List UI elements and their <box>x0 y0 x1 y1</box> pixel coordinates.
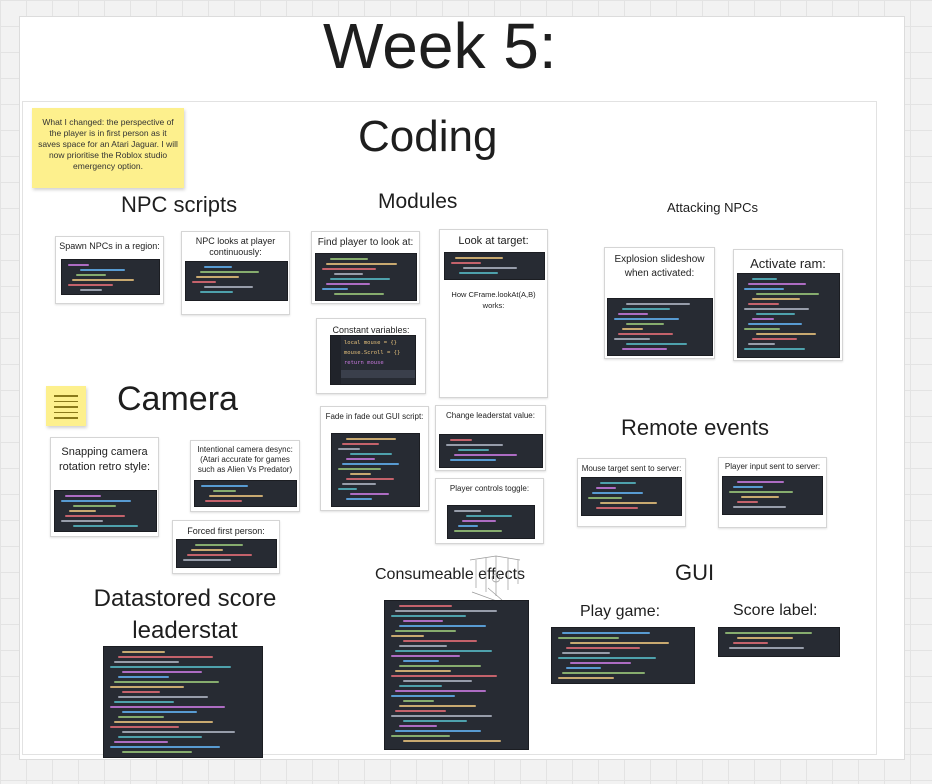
code-screenshot <box>607 298 713 356</box>
card-mouse-target[interactable]: Mouse target sent to server: <box>577 458 686 527</box>
sticky-note-text: What I changed: the perspective of the p… <box>38 117 178 171</box>
heading-consumeable: Consumeable effects <box>375 566 526 583</box>
card-caption: Activate ram: <box>750 256 826 271</box>
card-caption: How CFrame.lookAt(A,B) works: <box>451 290 536 310</box>
card-look-at-target[interactable]: Look at target: How CFrame.lookAt(A,B) w… <box>439 229 548 623</box>
card-caption: Change leaderstat value: <box>446 411 535 420</box>
code-screenshot <box>331 433 420 507</box>
label-play-game: Play game: <box>580 603 661 620</box>
code-current-line <box>341 370 415 378</box>
card-caption: Player controls toggle: <box>449 484 530 493</box>
card-npc-looks[interactable]: NPC looks at player continuously: <box>181 231 290 315</box>
card-player-controls[interactable]: Player controls toggle: <box>435 478 544 544</box>
code-screenshot <box>185 261 288 301</box>
card-caption: Find player to look at: <box>317 237 414 248</box>
code-screenshot-datastore[interactable] <box>103 646 263 758</box>
card-caption: Explosion slideshow when activated: <box>614 254 705 279</box>
code-screenshot <box>447 505 535 539</box>
code-screenshot: local mouse = {} mouse.Scroll = {} retur… <box>330 335 416 385</box>
card-spawn-npcs[interactable]: Spawn NPCs in a region: <box>55 236 164 304</box>
code-screenshot <box>194 480 297 507</box>
card-change-leaderstat[interactable]: Change leaderstat value: <box>435 405 546 471</box>
card-caption: Intentional camera desync: (Atari accura… <box>197 445 293 474</box>
section-title-coding: Coding <box>358 112 498 161</box>
card-caption: Player input sent to server: <box>724 462 821 471</box>
code-screenshot <box>581 477 682 516</box>
board-title: Week 5: <box>323 10 557 82</box>
card-caption: Spawn NPCs in a region: <box>59 241 160 251</box>
code-screenshot-play-game[interactable] <box>551 627 695 684</box>
heading-camera: Camera <box>117 380 238 418</box>
code-screenshot <box>315 253 417 301</box>
camera-sticky-note[interactable] <box>46 386 86 426</box>
sticky-lines <box>54 395 78 423</box>
card-activate-ram[interactable]: Activate ram: <box>733 249 843 361</box>
code-screenshot <box>54 490 157 532</box>
sticky-note[interactable]: What I changed: the perspective of the p… <box>32 108 184 188</box>
card-constant-variables[interactable]: Constant variables: local mouse = {} mou… <box>316 318 426 394</box>
code-line: local mouse = {} <box>344 340 397 346</box>
code-screenshot-consumeable[interactable] <box>384 600 529 750</box>
card-forced-first-person[interactable]: Forced first person: <box>172 520 280 574</box>
card-find-player[interactable]: Find player to look at: <box>311 231 420 304</box>
code-line: return mouse <box>344 360 384 366</box>
card-explosion-slideshow[interactable]: Explosion slideshow when activated: <box>604 247 715 359</box>
card-player-input[interactable]: Player input sent to server: <box>718 457 827 528</box>
heading-npc-scripts: NPC scripts <box>121 192 238 217</box>
card-caption: Mouse target sent to server: <box>581 464 682 473</box>
code-screenshot-score-label[interactable] <box>718 627 840 657</box>
card-fade-gui[interactable]: Fade in fade out GUI script: <box>320 406 429 511</box>
code-line: mouse.Scroll = {} <box>344 350 401 356</box>
heading-attacking-npcs: Attacking NPCs <box>667 200 759 215</box>
heading-datastored: Datastored score leaderstat <box>93 585 277 644</box>
label-score-label: Score label: <box>733 602 818 619</box>
code-screenshot <box>61 259 160 295</box>
heading-remote-events: Remote events <box>621 415 769 440</box>
card-caption: Fade in fade out GUI script: <box>325 412 424 421</box>
card-caption: NPC looks at player continuously: <box>195 236 276 257</box>
code-screenshot <box>176 539 277 568</box>
card-camera-desync[interactable]: Intentional camera desync: (Atari accura… <box>190 440 300 512</box>
code-screenshot <box>737 273 840 358</box>
code-screenshot <box>444 252 545 280</box>
heading-gui: GUI <box>675 560 715 585</box>
code-gutter <box>331 336 341 384</box>
code-screenshot <box>722 476 823 515</box>
heading-modules: Modules <box>378 190 458 213</box>
card-caption: Snapping camera rotation retro style: <box>58 446 151 473</box>
card-caption: Constant variables: <box>332 325 410 335</box>
card-caption: Forced first person: <box>187 526 265 536</box>
card-caption: Look at target: <box>458 235 529 247</box>
card-snapping-camera[interactable]: Snapping camera rotation retro style: <box>50 437 159 537</box>
code-screenshot <box>439 434 543 468</box>
